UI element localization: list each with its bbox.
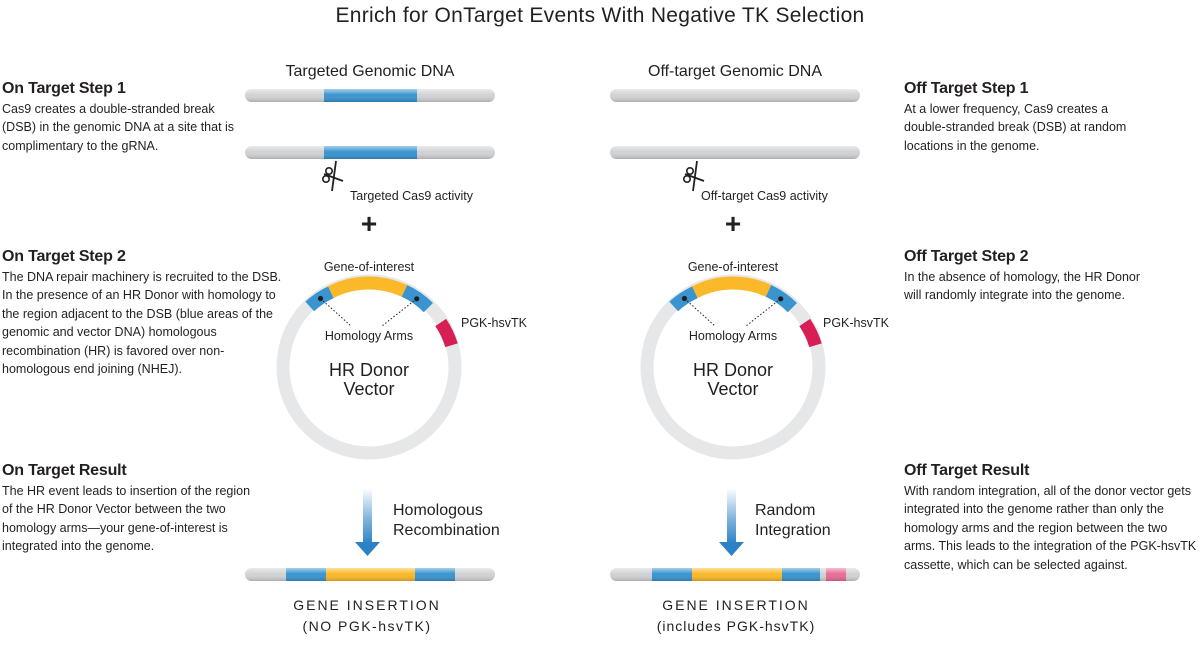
- arrow-down-icon: [719, 488, 744, 556]
- vector-label-line1: HR Donor: [693, 360, 773, 380]
- gene-of-interest-label: Gene-of-interest: [324, 260, 415, 274]
- on-target-step1-panel: On Target Step 1 Cas9 creates a double-s…: [2, 80, 240, 155]
- panel-body: The HR event leads to insertion of the r…: [2, 484, 251, 554]
- result-dna-off: [610, 568, 860, 581]
- panel-body: With random integration, all of the dono…: [904, 484, 1197, 572]
- targeted-genomic-dna: [245, 89, 495, 102]
- panel-body: In the absence of homology, the HR Donor…: [904, 270, 1141, 303]
- panel-heading: Off Target Step 2: [904, 248, 1029, 265]
- vector-label-line2: Vector: [343, 379, 394, 399]
- panel-heading: On Target Result: [2, 462, 127, 479]
- panel-heading: Off Target Result: [904, 462, 1030, 479]
- targeted-genomic-dna-cut: [245, 146, 495, 159]
- off-target-result-panel: Off Target Result With random integratio…: [904, 462, 1198, 574]
- plus-sign: +: [361, 208, 377, 239]
- vector-label-line2: Vector: [707, 379, 758, 399]
- homology-arms-label: Homology Arms: [325, 329, 413, 343]
- off-target-dna-label: Off-target Genomic DNA: [648, 63, 822, 80]
- hr-donor-vector-on: [276, 274, 462, 460]
- scissors-icon: [322, 160, 344, 192]
- result-dna-on: [245, 568, 495, 581]
- off-target-step2-panel: Off Target Step 2 In the absence of homo…: [904, 248, 1154, 305]
- off-target-genomic-dna-cut: [610, 146, 860, 159]
- vector-label-line1: HR Donor: [329, 360, 409, 380]
- result-label-line2: (includes PGK-hsvTK): [657, 618, 815, 634]
- result-label-line1: GENE INSERTION: [662, 597, 810, 613]
- plus-sign: +: [725, 208, 741, 239]
- hr-donor-vector-off: [640, 274, 826, 460]
- targeted-cas9-label: Targeted Cas9 activity: [350, 189, 474, 203]
- result-label-line1: GENE INSERTION: [293, 597, 441, 613]
- homology-arms-label: Homology Arms: [689, 329, 777, 343]
- result-label-line2: (NO PGK-hsvTK): [302, 618, 431, 634]
- panel-heading: On Target Step 2: [2, 248, 126, 265]
- panel-body: The DNA repair machinery is recruited to…: [2, 270, 282, 377]
- on-target-result-panel: On Target Result The HR event leads to i…: [2, 462, 260, 556]
- arrow-caption-line1: Homologous: [393, 502, 483, 519]
- pgk-hsvtk-label: PGK-hsvTK: [461, 316, 528, 330]
- off-target-genomic-dna: [610, 89, 860, 102]
- page-title: Enrich for OnTarget Events With Negative…: [335, 4, 865, 27]
- pgk-hsvtk-label: PGK-hsvTK: [823, 316, 890, 330]
- panel-body: Cas9 creates a double-stranded break (DS…: [2, 102, 235, 153]
- arrow-caption-line2: Integration: [755, 522, 831, 539]
- scissors-icon: [683, 160, 705, 192]
- on-target-step2-panel: On Target Step 2 The DNA repair machiner…: [2, 248, 292, 378]
- arrow-caption-line1: Random: [755, 502, 815, 519]
- panel-body: At a lower frequency, Cas9 creates a dou…: [904, 102, 1127, 153]
- arrow-caption-line2: Recombination: [393, 522, 500, 539]
- targeted-dna-label: Targeted Genomic DNA: [286, 63, 455, 80]
- panel-heading: On Target Step 1: [2, 80, 126, 97]
- off-target-step1-panel: Off Target Step 1 At a lower frequency, …: [904, 80, 1144, 155]
- off-target-cas9-label: Off-target Cas9 activity: [701, 189, 829, 203]
- panel-heading: Off Target Step 1: [904, 80, 1029, 97]
- gene-of-interest-label: Gene-of-interest: [688, 260, 779, 274]
- arrow-down-icon: [355, 488, 380, 556]
